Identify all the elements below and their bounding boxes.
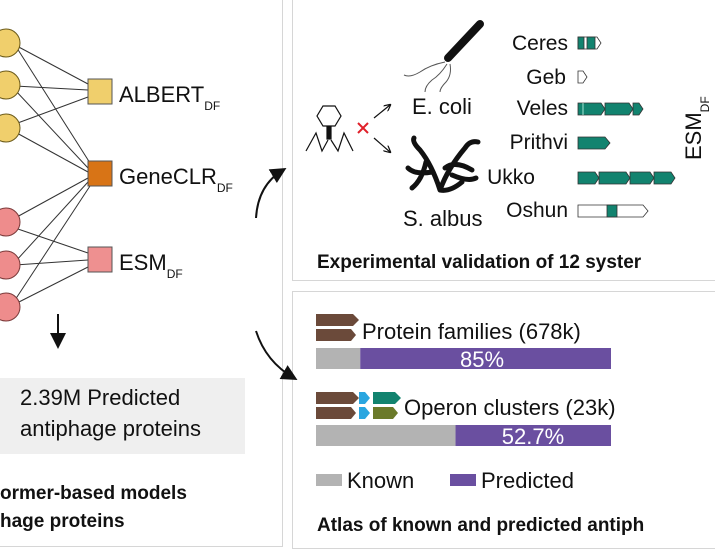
salbus-icon	[405, 135, 481, 193]
bar-known	[316, 348, 361, 369]
network-edges	[14, 44, 91, 305]
system-ukko: Ukko	[487, 166, 535, 189]
model-subscript: DF	[204, 99, 221, 113]
system-veles: Veles	[516, 97, 568, 120]
protein-family-icon	[316, 314, 359, 341]
input-nodes-pink	[0, 207, 21, 322]
model-name: ALBERT	[119, 82, 205, 107]
operon-clusters-value: 52.7%	[501, 424, 565, 449]
system-prithvi: Prithvi	[509, 131, 568, 154]
bar-predicted	[360, 348, 611, 369]
legend-known-swatch	[316, 474, 342, 486]
model-subscript: DF	[166, 267, 183, 281]
model-name: GeneCLR	[119, 164, 217, 189]
bar-known	[316, 425, 456, 446]
phage-icon	[305, 105, 354, 153]
gene-diagrams	[577, 36, 676, 218]
curved-arrow-up	[255, 167, 287, 219]
geneclr-node	[87, 160, 113, 187]
system-oshun: Oshun	[506, 199, 568, 222]
bar-predicted	[455, 425, 611, 446]
models-panel	[0, 0, 283, 547]
side-label: ESM	[681, 112, 706, 160]
host-salbus: S. albus	[403, 206, 483, 231]
legend-known: Known	[347, 468, 415, 493]
atlas-title: Atlas of known and predicted antiph	[317, 515, 645, 536]
input-nodes-yellow	[0, 28, 21, 143]
model-subscript: DF	[216, 181, 233, 195]
blocked-x-icon	[357, 122, 369, 134]
result-line-2: antiphage proteins	[20, 416, 202, 441]
models-title-1: ormer-based models	[0, 483, 187, 504]
validation-title: Experimental validation of 12 syster	[317, 252, 642, 273]
albert-node	[87, 78, 113, 105]
result-line-1: 2.39M Predicted	[20, 385, 181, 410]
operon-clusters-label: Operon clusters (23k)	[404, 395, 616, 420]
host-ecoli: E. coli	[412, 94, 472, 119]
curved-arrow-down	[255, 330, 298, 380]
atlas-bars	[316, 348, 611, 446]
esm-side-label: ESMDF	[681, 96, 712, 160]
operon-icon	[316, 392, 401, 419]
protein-families-value: 85%	[459, 347, 505, 372]
geneclr-label: GeneCLRDF	[119, 164, 233, 195]
model-name: ESM	[119, 250, 167, 275]
legend-predicted-swatch	[450, 474, 476, 486]
system-ceres: Ceres	[511, 32, 568, 55]
protein-families-label: Protein families (678k)	[362, 319, 581, 344]
esm-label: ESMDF	[119, 250, 183, 281]
esm-node	[87, 246, 113, 273]
side-label-sub: DF	[698, 96, 712, 113]
albert-label: ALBERTDF	[119, 82, 220, 113]
result-box	[0, 378, 245, 454]
atlas-panel	[292, 291, 715, 549]
legend-predicted: Predicted	[481, 468, 574, 493]
system-geb: Geb	[526, 66, 566, 89]
validation-panel	[292, 0, 715, 281]
ecoli-icon	[403, 20, 484, 93]
models-title-2: hage proteins	[0, 511, 125, 532]
